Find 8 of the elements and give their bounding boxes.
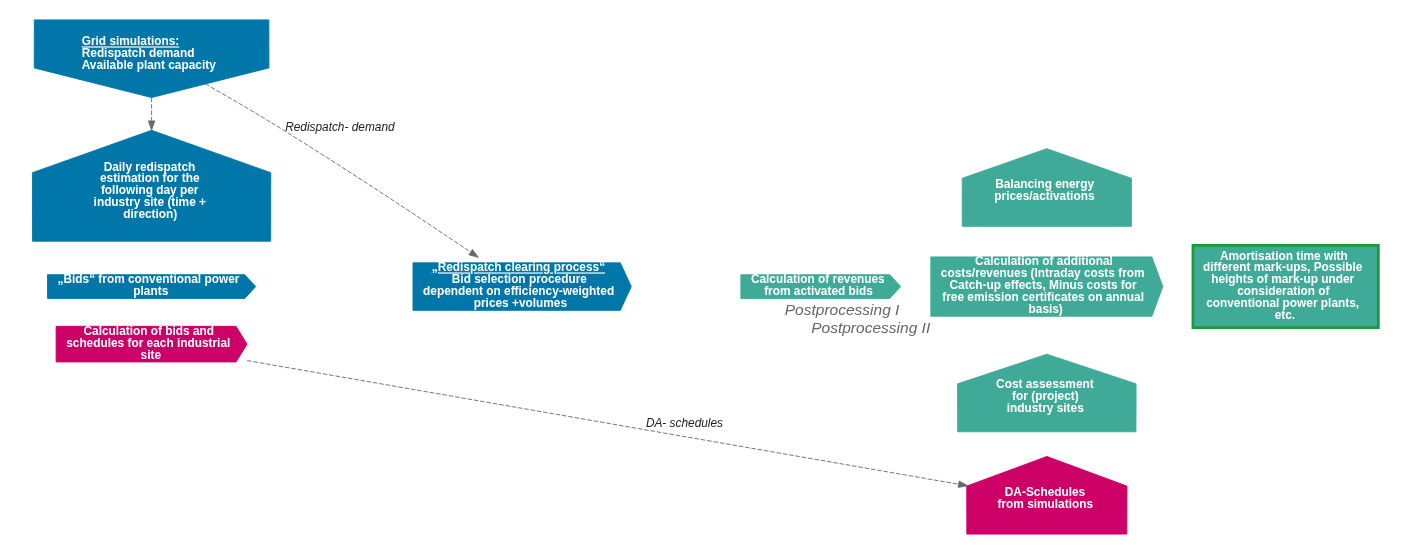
arrow bbox=[204, 83, 479, 258]
arrow bbox=[147, 97, 155, 131]
node-label: Postprocessing I bbox=[784, 301, 899, 319]
node-label: Postprocessing II bbox=[810, 319, 930, 337]
node-box: Amortisation time with different mark-ups, Possible heights of mark-up under consideration of conventional power plants, etc. bbox=[1191, 244, 1380, 330]
edge-label: DA- schedules bbox=[645, 415, 723, 430]
edge-label: Redispatch- demand bbox=[284, 119, 395, 134]
arrow bbox=[246, 360, 968, 488]
